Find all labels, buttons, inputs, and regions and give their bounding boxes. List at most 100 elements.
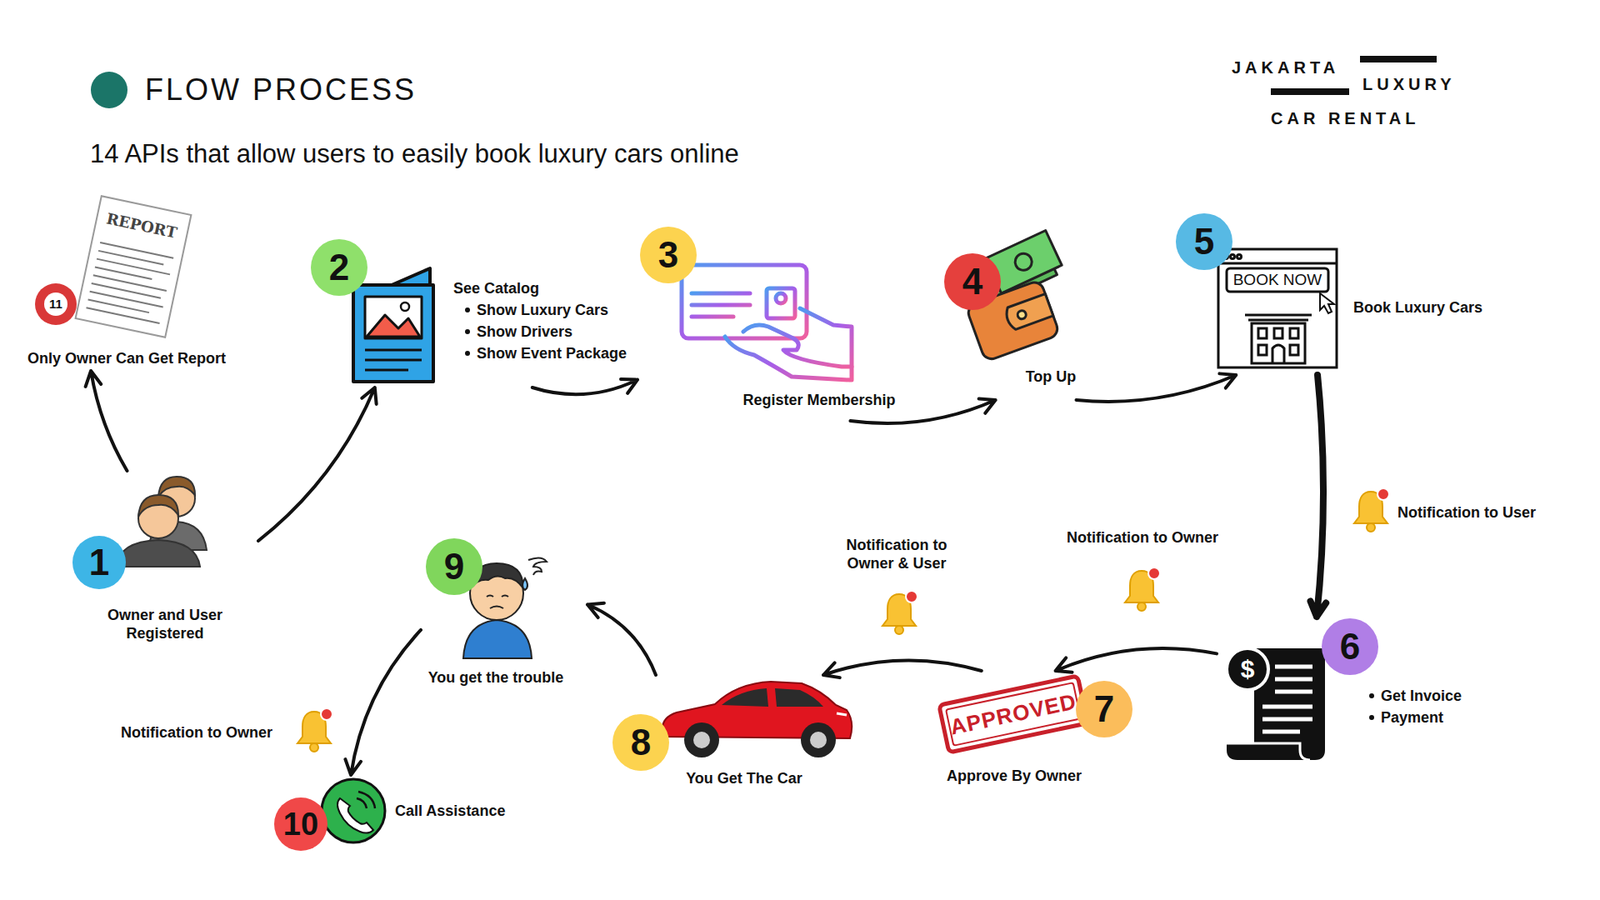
invoice-icon (1226, 648, 1269, 690)
troubled-person-icon (522, 578, 528, 590)
bullet-dot (465, 329, 470, 335)
page-title: FLOW PROCESS (145, 71, 417, 109)
booking-window-icon (1290, 328, 1299, 339)
step-node: 11Only Owner Can Get Report (16, 195, 242, 371)
flow-arrow-line (587, 603, 656, 675)
step-number: 8 (612, 714, 670, 771)
wallet-icon (1016, 309, 1028, 320)
people-icon (116, 476, 207, 567)
people-icon (158, 476, 195, 497)
step-node: 2See CatalogShow Luxury CarsShow Drivers… (308, 237, 659, 388)
icon-text: REPORT (105, 209, 180, 242)
flow-arrow-line (1310, 375, 1327, 617)
step-number: 10 (274, 797, 328, 851)
bullet-dot (1369, 715, 1375, 720)
logo-text: LUXURY (1362, 74, 1455, 95)
membership-card-icon (681, 265, 852, 380)
booking-window-icon (1272, 345, 1285, 364)
step-number: 6 (1321, 618, 1379, 675)
flow-arrow-line (345, 630, 421, 775)
membership-card-icon (800, 308, 852, 380)
step-node: 10 Call Assistance (270, 775, 530, 859)
step-label: See Catalog (453, 279, 540, 298)
step-label: Top Up (1025, 367, 1077, 386)
logo-bar (1360, 55, 1437, 63)
people-icon (116, 540, 200, 567)
phone-icon (321, 779, 385, 843)
step-label: Call Assistance (395, 801, 505, 820)
membership-card-icon (766, 288, 795, 319)
bullet-dot (465, 307, 470, 313)
phone-icon (337, 798, 374, 834)
notification-label: Notification to Owner & User (828, 535, 965, 573)
logo-text: CAR RENTAL (1270, 108, 1420, 129)
step-node: 5Book Luxury Cars (1174, 211, 1500, 375)
notification-label: Notification to User (1395, 503, 1538, 522)
flow-arrow-line (258, 387, 377, 541)
booking-window-icon (1218, 249, 1337, 368)
flow-arrow-line (532, 379, 638, 395)
bullet-dot (1369, 693, 1375, 699)
notification-label: Notification to Owner (119, 723, 275, 742)
currency-symbol: $ (1240, 655, 1255, 684)
step-number: 4 (944, 253, 1001, 310)
button-text: BOOK NOW (1233, 270, 1323, 290)
step-node: 4Top Up (941, 250, 1084, 400)
booking-window-icon (1258, 345, 1267, 355)
bullet-item: Show Drivers (476, 322, 573, 341)
car-icon (662, 681, 853, 758)
catalog-icon (391, 268, 430, 285)
booking-window-icon (1258, 328, 1267, 339)
title-dot (90, 71, 128, 109)
step-label: Approve By Owner (946, 766, 1082, 785)
invoice-icon (1226, 648, 1325, 760)
step-label: Only Owner Can Get Report (27, 349, 226, 368)
flow-arrow (1076, 373, 1237, 402)
bullet-dot (465, 350, 470, 356)
flow-arrow (1055, 648, 1217, 673)
number-ball: 11 (35, 283, 77, 325)
notification-bell (882, 590, 918, 635)
notification-label: Notification to Owner (1065, 528, 1220, 547)
wallet-icon (1012, 250, 1035, 274)
car-icon (693, 731, 710, 749)
car-icon (721, 688, 769, 707)
car-icon (800, 722, 836, 758)
approved-stamp (939, 675, 1088, 753)
notification-bell (1125, 567, 1160, 611)
flow-arrow (1310, 375, 1327, 617)
catalog-icon (353, 285, 434, 382)
booking-window-icon (1290, 345, 1299, 355)
booking-window-icon (1237, 255, 1242, 260)
people-icon (138, 495, 179, 517)
membership-card-icon (681, 265, 807, 339)
membership-card-icon (725, 336, 850, 380)
step-label: You Get The Car (685, 769, 803, 788)
step-label: Book Luxury Cars (1353, 298, 1483, 317)
step-number: 5 (1175, 213, 1233, 270)
step-label: Register Membership (742, 390, 895, 410)
bullet-item: Get Invoice (1380, 686, 1462, 705)
car-icon (810, 731, 827, 749)
approved-stamp (939, 675, 1088, 753)
flow-arrow (587, 603, 656, 675)
catalog-icon (365, 296, 422, 339)
notification-bell (297, 488, 1390, 752)
step-number: 7 (1075, 680, 1133, 738)
step-node: 8You Get The Car (608, 675, 859, 792)
notification-bell (1354, 488, 1390, 532)
step-node: 9You get the trouble (420, 533, 588, 692)
booking-window-icon (1274, 328, 1283, 339)
step-label: Owner and User Registered (90, 605, 240, 643)
bullet-item: Show Luxury Cars (476, 300, 609, 320)
step-number: 2 (310, 239, 368, 296)
step-node: 3Register Membership (637, 225, 898, 421)
booking-window-icon (1245, 315, 1312, 320)
bullet-item: Payment (1380, 708, 1444, 727)
step-number: 9 (425, 538, 483, 595)
flow-arrow (85, 370, 128, 471)
logo-text: JAKARTA (1231, 57, 1340, 78)
report-icon (75, 195, 192, 338)
